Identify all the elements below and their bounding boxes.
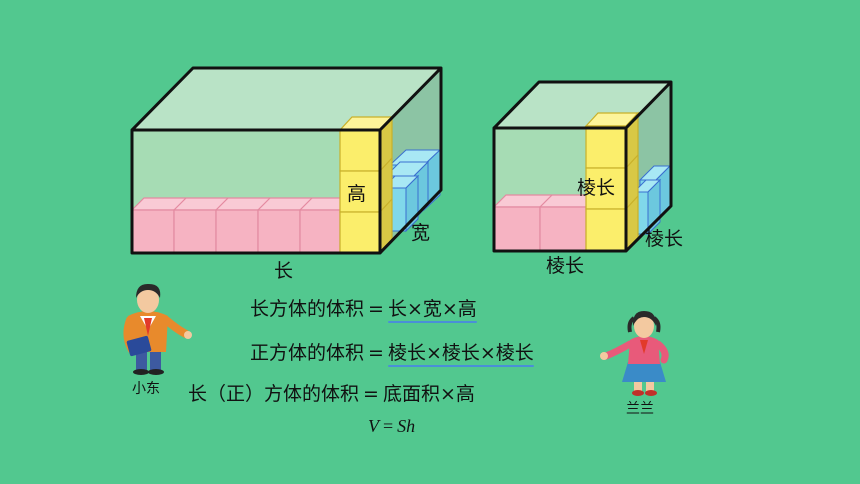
- cube-formula-right: 棱长×棱长×棱长: [387, 342, 534, 364]
- general-formula-right: 底面积×高: [382, 383, 475, 405]
- cube-illustration: 棱长 棱长 棱长: [492, 80, 683, 277]
- cube-formula-left: 正方体的体积: [250, 342, 365, 364]
- general-formula-left: 长（正）方体的体积: [188, 383, 360, 405]
- cuboid-formula-right: 长×宽×高: [387, 298, 477, 320]
- cuboid-top-face: [132, 68, 441, 130]
- cube-bottom-cubes: [492, 194, 600, 252]
- girl-character: [600, 311, 669, 396]
- cuboid-length-cubes: [130, 197, 352, 254]
- cuboid-formula-eq: =: [368, 298, 384, 320]
- general-volume-formula: 长（正）方体的体积=底面积×高: [188, 379, 475, 406]
- cuboid-width-cubes: [381, 148, 442, 233]
- cuboid-outline: [130, 66, 443, 255]
- girl-name-label: 兰兰: [626, 401, 654, 417]
- cube-edge-label-bottom: 棱长: [546, 255, 584, 277]
- vsh-sh: Sh: [397, 416, 416, 436]
- vsh-formula: V=Sh: [368, 416, 415, 437]
- boy-name-label: 小东: [132, 381, 160, 397]
- vsh-v: V: [368, 416, 379, 436]
- boy-character: [123, 283, 192, 375]
- cube-edge-label-side: 棱长: [645, 228, 683, 250]
- vsh-eq: =: [383, 416, 394, 436]
- cube-outline: [492, 80, 673, 253]
- cube-height-cubes: [584, 111, 640, 253]
- cuboid-length-label: 长: [274, 260, 293, 282]
- cuboid-width-label: 宽: [411, 222, 430, 244]
- cube-edge-label-front: 棱长: [577, 177, 615, 199]
- cuboid-formula-left: 长方体的体积: [250, 298, 365, 320]
- cube-formula-eq: =: [368, 342, 384, 364]
- cuboid-illustration: 高 宽 长: [130, 66, 443, 282]
- general-formula-eq: =: [363, 383, 379, 405]
- cube-volume-formula: 正方体的体积=棱长×棱长×棱长: [250, 338, 534, 365]
- cuboid-volume-formula: 长方体的体积=长×宽×高: [250, 294, 477, 321]
- cuboid-height-label: 高: [347, 183, 366, 205]
